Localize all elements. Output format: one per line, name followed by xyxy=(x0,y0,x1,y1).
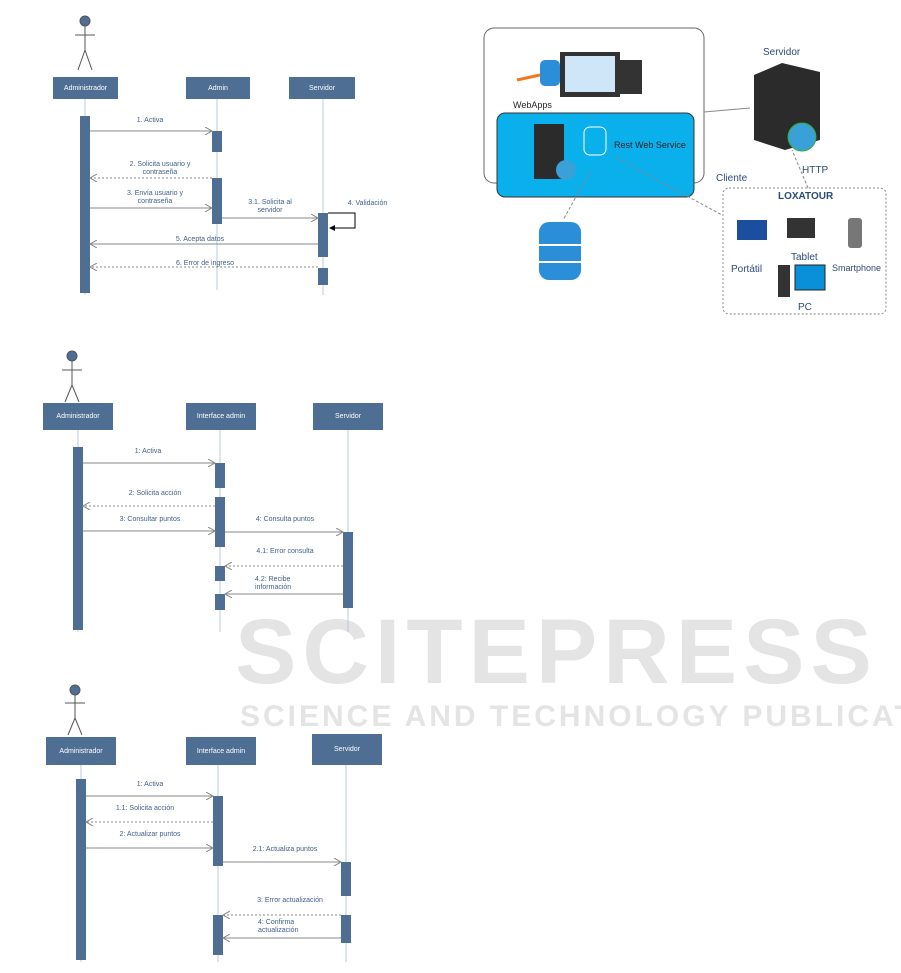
message-label: 3: Error actualización xyxy=(257,897,323,904)
pc-label: PC xyxy=(798,302,812,313)
message-label: 3: Consultar puntos xyxy=(119,516,181,523)
lifeline-header: Admin xyxy=(186,77,250,99)
message-label: 4: Confirma actualización xyxy=(258,919,299,934)
smartphone-label: Smartphone xyxy=(832,263,882,273)
client-devices-icon xyxy=(737,218,862,297)
server-icon xyxy=(754,63,820,152)
webapps-devices-icon xyxy=(516,52,642,97)
message-label: 4: Consulta puntos xyxy=(255,516,315,523)
database-icon xyxy=(539,222,581,280)
message-label: 2. Solicita usuario y contraseña xyxy=(129,161,191,176)
message-label: 4.2: Recibe información xyxy=(255,576,292,591)
lifeline-header: Interface admin xyxy=(186,737,256,765)
message-label: 1.1: Solicita acción xyxy=(115,805,175,812)
watermark-subtitle: SCIENCE AND TECHNOLOGY PUBLICATIONS xyxy=(240,700,901,733)
message-label: 5. Acepta datos xyxy=(175,236,225,243)
actor-icons xyxy=(62,15,95,736)
lifeline-header: Servidor xyxy=(313,403,383,430)
message-label: 2: Actualizar puntos xyxy=(119,831,181,838)
rest-server-icon xyxy=(534,124,607,180)
rest-service-label: Rest Web Service xyxy=(614,140,686,150)
message-label: 4. Validación xyxy=(347,200,388,207)
lifeline-header: Interface admin xyxy=(186,403,256,430)
lifeline-header: Servidor xyxy=(289,77,355,99)
client-label: Cliente xyxy=(716,173,748,184)
message-label: 1: Activa xyxy=(134,448,162,455)
loxatour-label: LOXATOUR xyxy=(778,191,834,202)
laptop-label: Portátil xyxy=(731,264,763,275)
lifeline-header: Administrador xyxy=(53,77,118,99)
webapps-label: WebApps xyxy=(513,100,552,110)
message-label: 1. Activa xyxy=(136,117,164,124)
server-label: Servidor xyxy=(763,47,801,58)
tablet-label: Tablet xyxy=(791,252,818,263)
message-label: 4.1: Error consulta xyxy=(256,548,314,555)
message-label: 3.1. Solicita al servidor xyxy=(248,199,292,214)
watermark-title: SCITEPRESS xyxy=(235,601,878,703)
message-label: 3. Envía usuario y contraseña xyxy=(126,190,184,205)
lifeline-header: Servidor xyxy=(312,734,382,765)
http-label: HTTP xyxy=(802,165,829,176)
lifeline-header: Administrador xyxy=(46,737,116,765)
message-label: 1: Activa xyxy=(136,781,164,788)
message-label: 2.1: Actualiza puntos xyxy=(252,846,318,853)
message-label: 2: Solicita acción xyxy=(128,490,182,497)
lifeline-header: Administrador xyxy=(43,403,113,430)
message-label: 6. Error de ingreso xyxy=(176,260,234,267)
